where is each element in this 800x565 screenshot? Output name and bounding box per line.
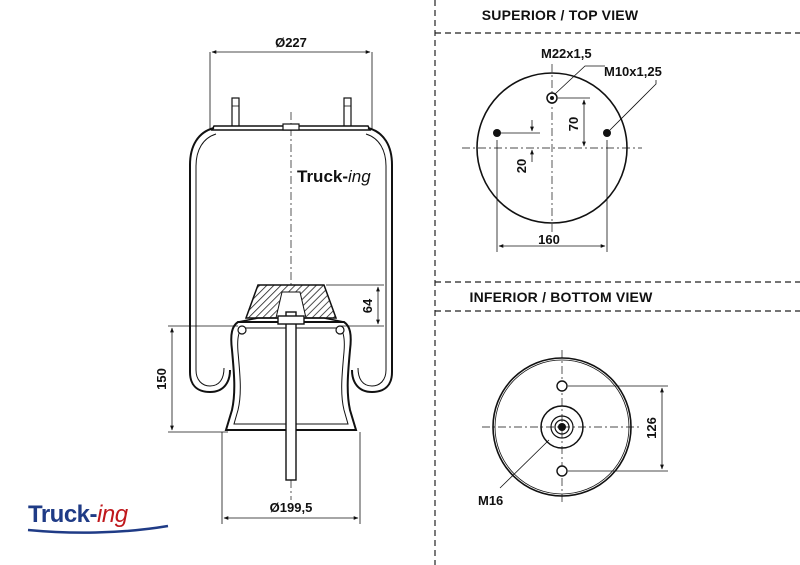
bottom-thread-label: M16: [478, 493, 503, 508]
bellows-brand-text: Truck-ing: [297, 167, 371, 186]
svg-text:Truck-ing: Truck-ing: [28, 501, 129, 528]
top-diameter-label: Ø227: [275, 35, 307, 50]
stud-thread-label: M10x1,25: [604, 64, 662, 79]
brand-swoosh: [27, 524, 169, 534]
vertical-offset-label: 70: [566, 117, 581, 131]
bottom-diameter-label: Ø199,5: [270, 500, 313, 515]
brand-suffix-text: ing: [97, 501, 129, 528]
right-mounting-stud: [343, 97, 352, 129]
side-view: Ø227 Truck-ing 64: [154, 35, 393, 524]
hole-spacing-label: 126: [644, 417, 659, 439]
air-inlet: [282, 123, 300, 131]
brand-logo: Truck-ing: [27, 501, 169, 534]
bottom-view-heading: INFERIOR / BOTTOM VIEW: [469, 289, 653, 305]
stud-spacing-label: 160: [538, 232, 560, 247]
bottom-upper-hole: [556, 380, 568, 392]
bottom-view: INFERIOR / BOTTOM VIEW 126 M16: [469, 289, 668, 508]
center-boss: [540, 405, 584, 449]
piston: [224, 321, 358, 431]
piston-seal-left: [237, 325, 247, 335]
bellows-outer: [189, 127, 231, 394]
center-thread-label: M22x1,5: [541, 46, 592, 61]
base-height-label: 150: [154, 368, 169, 390]
piston-height-label: 64: [360, 298, 375, 313]
piston-seal-right: [335, 325, 345, 335]
bottom-lower-hole: [556, 465, 568, 477]
top-view: SUPERIOR / TOP VIEW M22x1,5 M10x1,25 70 …: [462, 7, 662, 252]
small-offset-label: 20: [514, 159, 529, 173]
brand-main-text: Truck-: [28, 501, 98, 528]
top-view-heading: SUPERIOR / TOP VIEW: [482, 7, 639, 23]
right-stud-hole: [603, 129, 611, 137]
left-mounting-stud: [231, 97, 240, 129]
center-bolt: [285, 311, 297, 481]
